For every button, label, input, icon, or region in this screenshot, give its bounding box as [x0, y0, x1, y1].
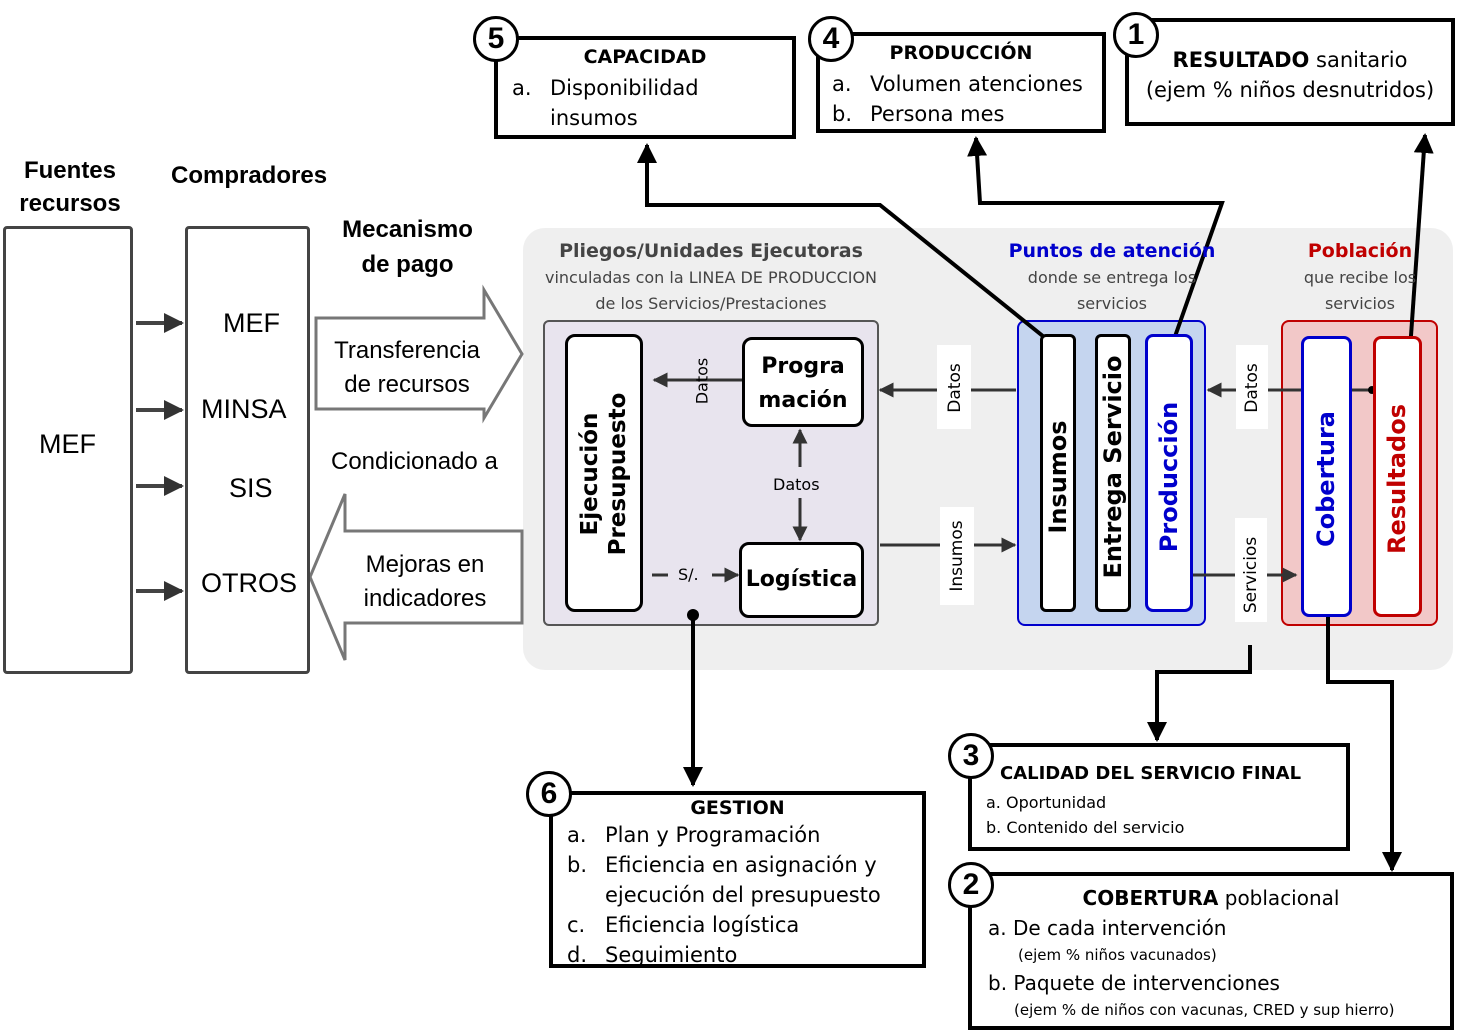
- insumos-column-label: Insumos: [1044, 420, 1072, 534]
- fuentes-mef: MEF: [39, 429, 96, 459]
- capacidad-box: CAPACIDAD a.Disponibilidad insumos: [494, 36, 796, 139]
- puntos-sub1: donde se entrega los: [1027, 268, 1197, 287]
- badge-3: 3: [948, 733, 994, 779]
- datos-pob-flow-bg: [1236, 345, 1268, 429]
- poblacion-sub2: servicios: [1324, 294, 1396, 313]
- produccion-item-a: a.Volumen atenciones: [832, 72, 1083, 96]
- resultado-sub: (ejem % niños desnutridos): [1145, 78, 1435, 102]
- comprador-otros: OTROS: [201, 568, 298, 598]
- puntos-sub2: servicios: [1076, 294, 1148, 313]
- pliegos-sub1: vinculadas con la LINEA DE PRODUCCION: [544, 268, 878, 287]
- cobertura-item-b: b. Paquete de intervenciones: [988, 971, 1280, 995]
- produccion-indicator-box: PRODUCCIÓN a.Volumen atenciones b.Person…: [816, 32, 1106, 133]
- datos-label-b: Datos: [773, 475, 820, 494]
- cobertura-column-label: Cobertura: [1312, 411, 1340, 547]
- cobertura-indicator-box: COBERTURA poblacional a. De cada interve…: [968, 872, 1454, 1030]
- mejoras-big-arrow: [308, 493, 524, 661]
- produccion-column-label: Producción: [1155, 401, 1183, 553]
- condicionado-label: Condicionado a: [331, 448, 498, 475]
- datos-label-a: Datos: [692, 357, 712, 405]
- produccion-column: Producción: [1145, 334, 1193, 612]
- fuentes-to-compradores-arrows: [136, 313, 184, 601]
- comprador-sis: SIS: [229, 473, 273, 503]
- pliegos-title: Pliegos/Unidades Ejecutoras: [559, 240, 863, 262]
- insumos-column: Insumos: [1040, 334, 1076, 612]
- calidad-item-a: a. Oportunidad: [986, 793, 1107, 812]
- badge-4: 4: [808, 16, 854, 62]
- gestion-title: GESTION: [690, 797, 785, 819]
- cobertura-item-a: a. De cada intervención: [988, 916, 1227, 940]
- gestion-item-b: b.Eficiencia en asignación y: [567, 853, 877, 877]
- comprador-minsa: MINSA: [201, 394, 287, 424]
- cobertura-indicator-title: COBERTURA poblacional: [1082, 886, 1340, 910]
- produccion-item-b: b.Persona mes: [832, 102, 1005, 126]
- resultados-column: Resultados: [1373, 336, 1422, 617]
- calidad-item-b: b. Contenido del servicio: [986, 818, 1185, 837]
- insumos-flow-bg: [940, 507, 974, 605]
- insumos-flow-label: Insumos: [947, 520, 967, 592]
- entrega-column: Entrega Servicio: [1095, 334, 1131, 612]
- capacidad-item-a2: insumos: [550, 106, 638, 130]
- resultado-title: RESULTADO sanitario: [1172, 48, 1408, 72]
- soles-label: S/.: [678, 565, 699, 584]
- badge-1: 1: [1113, 12, 1159, 58]
- cobertura-item-b-sub: (ejem % de niños con vacunas, CRED y sup…: [1014, 1001, 1395, 1019]
- badge-6: 6: [526, 771, 572, 817]
- puntos-title: Puntos de atención: [1008, 240, 1216, 262]
- gestion-item-c: c.Eficiencia logística: [567, 913, 800, 937]
- compradores-title: Compradores: [171, 162, 328, 189]
- pliegos-sub2: de los Servicios/Prestaciones: [595, 294, 827, 313]
- calidad-title: CALIDAD DEL SERVICIO FINAL: [1000, 763, 1302, 784]
- cobertura-item-a-sub: (ejem % niños vacunados): [1018, 946, 1217, 964]
- entrega-column-label: Entrega Servicio: [1099, 355, 1127, 579]
- badge-5: 5: [473, 16, 519, 62]
- servicios-flow-label: Servicios: [1241, 536, 1261, 614]
- datos-flow-label: Datos: [945, 363, 965, 413]
- cobertura-column: Cobertura: [1301, 336, 1352, 617]
- datos-flow-bg: [937, 345, 971, 429]
- resultados-column-label: Resultados: [1383, 404, 1411, 554]
- datos-pob-flow-label: Datos: [1242, 363, 1262, 413]
- compradores-box: [185, 226, 310, 674]
- transfer-big-arrow: [314, 284, 524, 424]
- calidad-box: CALIDAD DEL SERVICIO FINAL a. Oportunida…: [968, 743, 1350, 851]
- capacidad-title: CAPACIDAD: [583, 46, 707, 68]
- fuentes-box: MEF: [3, 226, 133, 674]
- gestion-item-b2: ejecución del presupuesto: [605, 883, 881, 907]
- produccion-indicator-title: PRODUCCIÓN: [889, 42, 1033, 64]
- badge-2: 2: [948, 862, 994, 908]
- resultado-box: RESULTADO sanitario (ejem % niños desnut…: [1125, 18, 1455, 126]
- gestion-item-d: d.Seguimiento: [567, 943, 738, 967]
- logistica-box: Logística: [739, 542, 864, 618]
- capacidad-item-a: a.Disponibilidad: [512, 76, 699, 100]
- poblacion-sub1: que recibe los: [1303, 268, 1417, 287]
- comprador-mef: MEF: [223, 308, 280, 338]
- servicios-flow-bg: [1235, 518, 1267, 622]
- gestion-box: GESTION a.Plan y Programación b.Eficienc…: [549, 791, 926, 968]
- poblacion-title: Población: [1307, 240, 1413, 262]
- gestion-item-a: a.Plan y Programación: [567, 823, 821, 847]
